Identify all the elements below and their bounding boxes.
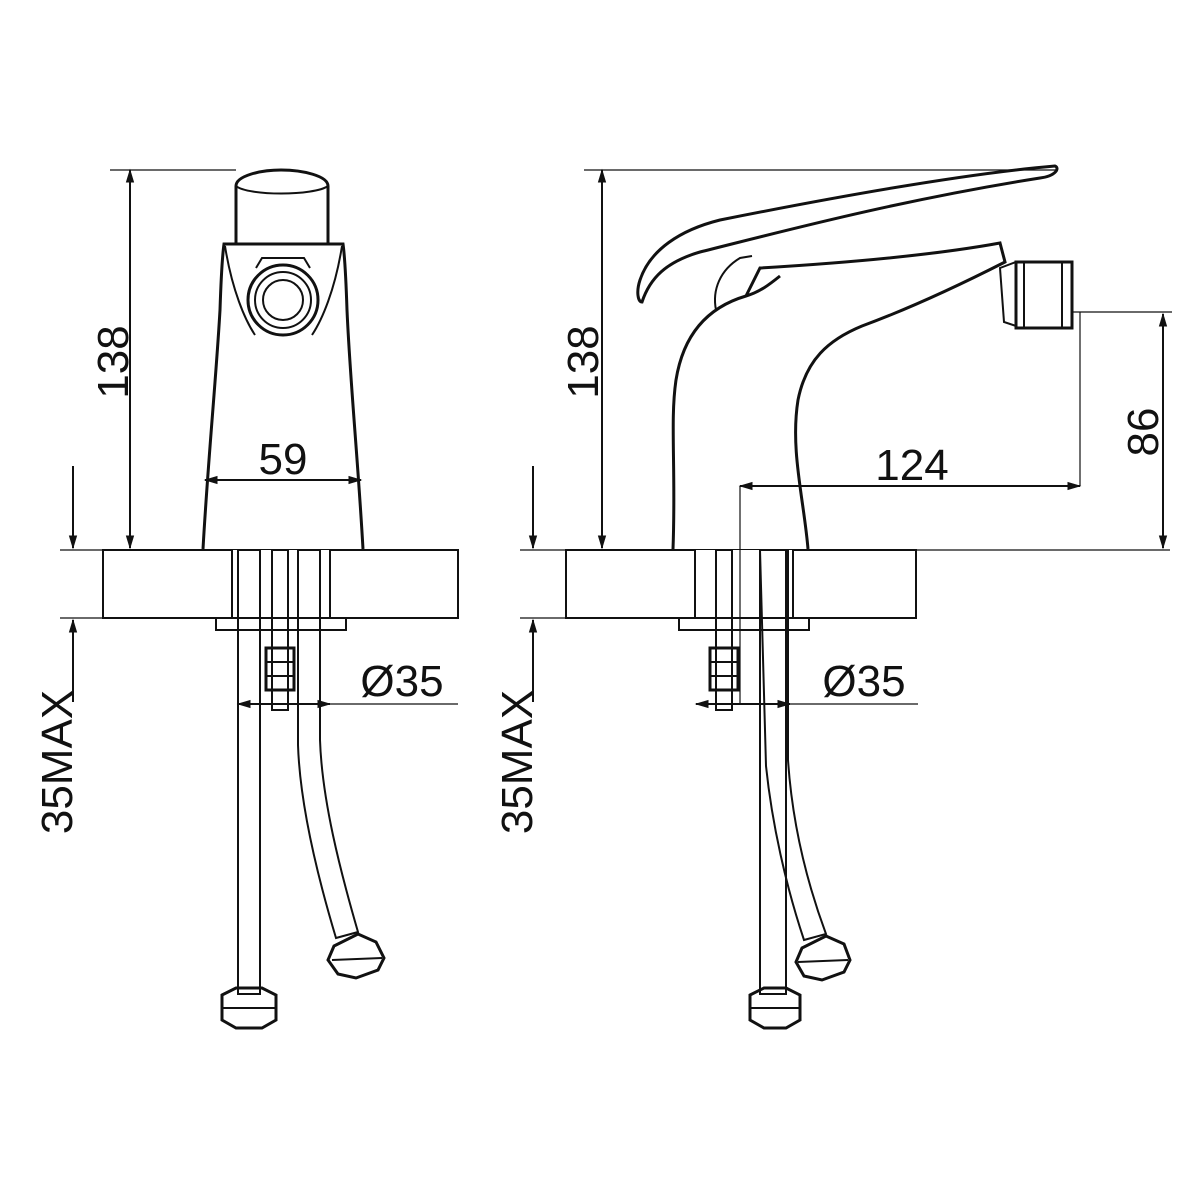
side-reach-label: 124 <box>875 441 948 490</box>
front-hole-label: Ø35 <box>360 657 443 706</box>
front-faucet-body <box>201 168 365 550</box>
side-spout-height-dimension: 86 <box>1072 311 1172 550</box>
side-spout-height-label: 86 <box>1119 408 1168 457</box>
front-width-dimension: 59 <box>203 435 363 485</box>
side-thickness-dimension: 35MAX <box>493 466 542 834</box>
front-width-label: 59 <box>259 435 308 484</box>
front-view: 138 59 Ø35 35MAX <box>33 168 459 1030</box>
front-height-dimension: 138 <box>89 168 236 550</box>
side-hole-label: Ø35 <box>822 657 905 706</box>
front-height-label: 138 <box>89 325 138 398</box>
side-height-label: 138 <box>559 325 608 398</box>
front-thickness-dimension: 35MAX <box>33 466 82 834</box>
front-hoses <box>220 549 386 1030</box>
side-hoses <box>708 549 852 1030</box>
front-countertop <box>60 549 459 631</box>
side-view: 138 124 86 Ø35 35MAX <box>493 164 1172 1030</box>
side-hole-dimension: Ø35 <box>694 657 918 709</box>
side-faucet-body <box>636 164 1074 550</box>
side-height-dimension: 138 <box>559 168 1058 550</box>
side-countertop <box>520 549 1170 631</box>
front-thickness-label: 35MAX <box>33 690 82 834</box>
side-reach-dimension: 124 <box>738 312 1082 705</box>
side-thickness-label: 35MAX <box>493 690 542 834</box>
front-hole-dimension: Ø35 <box>236 657 458 709</box>
